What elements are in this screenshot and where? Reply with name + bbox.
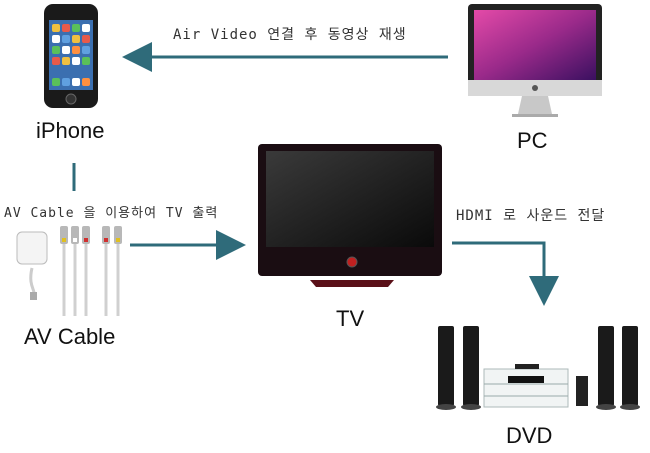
dvd-label: DVD xyxy=(506,423,553,448)
tv-image xyxy=(258,144,442,287)
edge-label-av-to-tv: AV Cable 을 이용하여 TV 출력 xyxy=(4,206,219,221)
arrow-tv-to-dvd xyxy=(452,241,559,306)
pc-label: PC xyxy=(517,128,548,153)
iphone-image xyxy=(44,4,98,108)
pc-image xyxy=(468,4,602,117)
edge-label-tv-to-dvd: HDMI 로 사운드 전달 xyxy=(456,208,606,224)
av-cable-label: AV Cable xyxy=(24,324,116,349)
edge-label-pc-to-iphone: Air Video 연결 후 동영상 재생 xyxy=(173,27,407,43)
dvd-image xyxy=(436,326,640,410)
iphone-label: iPhone xyxy=(36,118,105,143)
av-cable-image xyxy=(16,226,122,316)
tv-label: TV xyxy=(336,306,365,331)
